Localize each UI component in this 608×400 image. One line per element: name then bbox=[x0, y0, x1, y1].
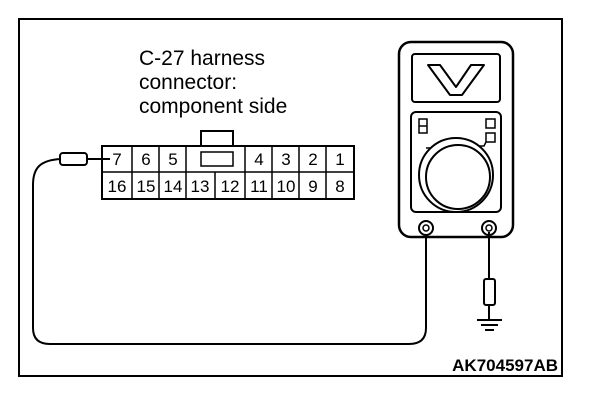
connector-blank-cavity bbox=[200, 151, 234, 167]
test-probe bbox=[32, 152, 427, 345]
pin-label-4: 4 bbox=[254, 150, 263, 169]
harness-connector: 7 6 5 4 3 2 1 16 15 14 13 12 11 10 9 8 bbox=[101, 130, 355, 200]
pin-label-16: 16 bbox=[108, 177, 127, 196]
pin-label-14: 14 bbox=[164, 177, 183, 196]
meter-button-right-bottom bbox=[485, 132, 496, 143]
connector-bottom-row-cells bbox=[131, 172, 327, 199]
voltage-v-icon bbox=[427, 64, 485, 96]
pin-label-13: 13 bbox=[191, 177, 210, 196]
connector-caption-line-3: component side bbox=[139, 95, 288, 118]
meter-button-right-top bbox=[485, 118, 496, 129]
connector-top-row-cells bbox=[131, 146, 327, 172]
ground-icon bbox=[477, 319, 502, 331]
connector-caption-line-1: C-27 harness bbox=[139, 47, 266, 70]
pin-label-9: 9 bbox=[308, 177, 317, 196]
pin-label-1: 1 bbox=[335, 150, 344, 169]
multimeter bbox=[397, 40, 515, 239]
diagram-frame bbox=[18, 18, 563, 377]
connector-lock-tab bbox=[200, 130, 234, 148]
pin-label-5: 5 bbox=[168, 150, 177, 169]
pin-label-3: 3 bbox=[281, 150, 290, 169]
pin-label-10: 10 bbox=[277, 177, 296, 196]
ground-probe bbox=[477, 232, 502, 331]
test-lead-wire bbox=[32, 158, 427, 345]
pin-label-7: 7 bbox=[112, 150, 121, 169]
pin-label-11: 11 bbox=[250, 177, 268, 196]
pin-label-12: 12 bbox=[221, 177, 240, 196]
pin-label-15: 15 bbox=[137, 177, 156, 196]
pin-label-2: 2 bbox=[308, 150, 317, 169]
figure-id: AK704597AB bbox=[452, 356, 558, 375]
pin-label-8: 8 bbox=[335, 177, 344, 196]
connector-caption-line-2: connector: bbox=[139, 71, 238, 94]
pin-label-6: 6 bbox=[141, 150, 150, 169]
